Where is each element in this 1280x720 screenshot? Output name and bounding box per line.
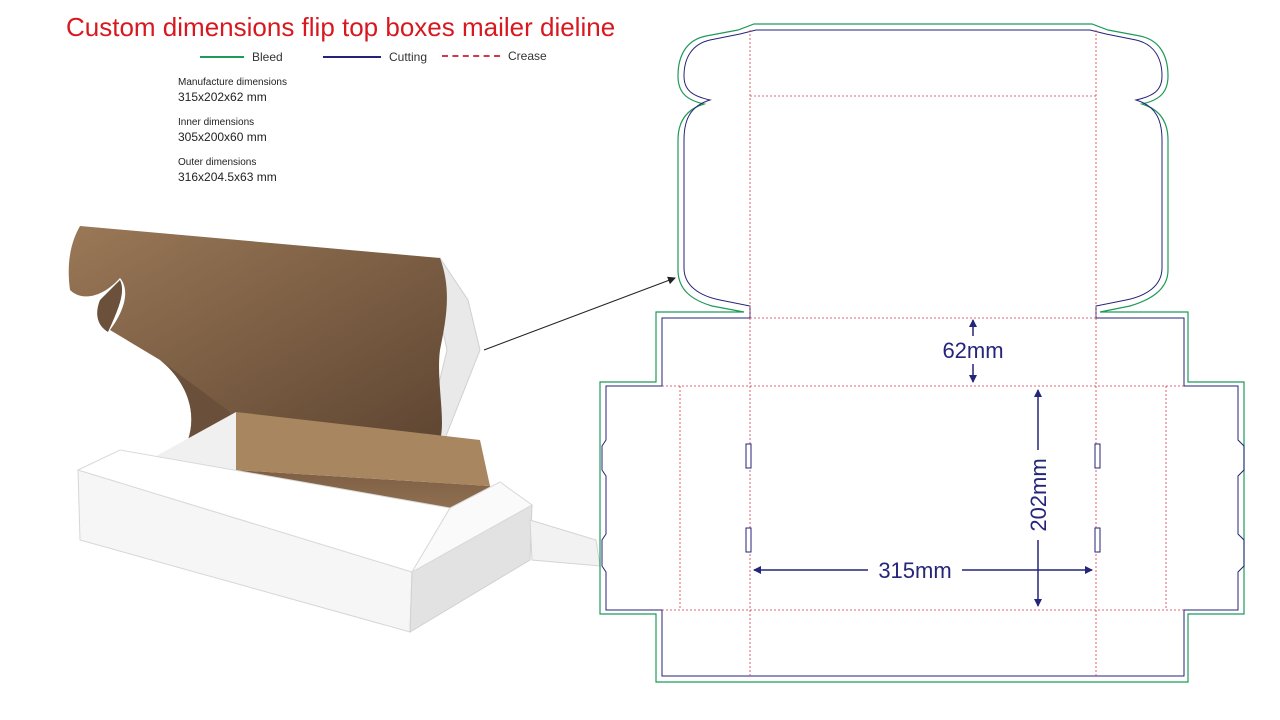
dimension-label: Inner dimensions [178, 117, 255, 128]
legend-cutting-label: Cutting [389, 50, 428, 64]
legend-bleed-label: Bleed [252, 50, 283, 64]
box-lid-dust-flap [97, 280, 123, 332]
depth-measurement: 62mm [942, 338, 1003, 363]
box-tuck-flap [529, 519, 601, 567]
bleed-outline [599, 23, 1245, 683]
dimension-list: Manufacture dimensions 315x202x62 mm Inn… [178, 77, 287, 197]
dimension-value: 315x202x62 mm [178, 90, 267, 104]
dimension-value: 316x204.5x63 mm [178, 170, 277, 184]
cutting-line-swatch [323, 56, 381, 58]
legend-crease-label: Crease [508, 49, 547, 63]
bleed-line-swatch [200, 56, 244, 58]
dimension-outer: Outer dimensions 316x204.5x63 mm [178, 157, 287, 185]
dimension-value: 305x200x60 mm [178, 130, 267, 144]
width-measurement: 202mm [1026, 458, 1051, 531]
crease-line-swatch [442, 55, 500, 57]
dimension-manufacture: Manufacture dimensions 315x202x62 mm [178, 77, 287, 105]
crease-lines [662, 30, 1184, 676]
box-lid-inner [68, 226, 447, 440]
dieline [599, 23, 1245, 683]
dimension-inner: Inner dimensions 305x200x60 mm [178, 117, 287, 145]
measurement-arrows [753, 319, 1093, 607]
dimension-label: Manufacture dimensions [178, 77, 287, 88]
box-3d-illustration [68, 226, 601, 633]
legend-crease: Crease [442, 49, 547, 63]
legend-bleed: Bleed [200, 50, 283, 64]
box-right-rim [410, 481, 533, 574]
lock-slots [745, 443, 1101, 553]
length-measurement: 315mm [878, 558, 951, 583]
legend-cutting: Cutting [323, 50, 427, 64]
page-title: Custom dimensions flip top boxes mailer … [66, 12, 616, 42]
box-inner-side-wall [236, 412, 490, 486]
pointer-arrow [483, 276, 676, 351]
cutting-outline [601, 29, 1245, 677]
dimension-label: Outer dimensions [178, 157, 257, 168]
